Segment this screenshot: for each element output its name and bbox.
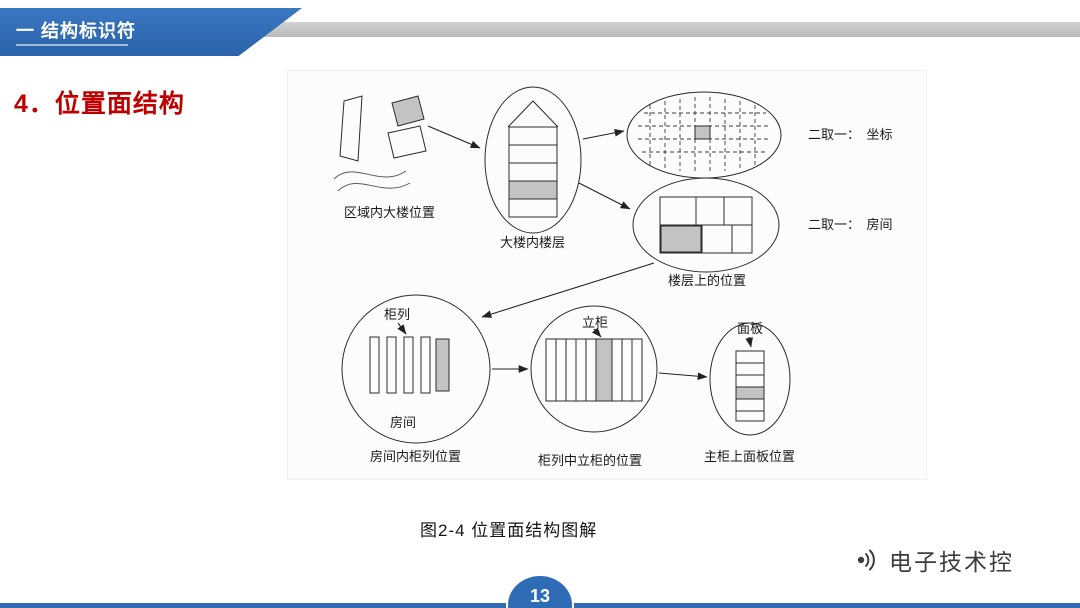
map-target-building xyxy=(391,95,425,127)
room-option-label: 二取一： 房间 xyxy=(808,217,893,232)
panel-caption: 主柜上面板位置 xyxy=(704,449,795,464)
arrow-building-to-floor-plan xyxy=(578,182,631,210)
selected-cabinet xyxy=(595,338,613,402)
cabinet-caption: 柜列中立柜的位置 xyxy=(538,453,642,468)
coordinate-grid-ellipse-group: 二取一： 坐标 xyxy=(626,91,893,179)
panel-ellipse xyxy=(709,322,791,436)
cabinet-row-caption: 房间内柜列位置 xyxy=(370,449,461,464)
page-number-badge: 13 xyxy=(506,574,574,608)
building-body xyxy=(508,126,558,218)
cabinet-row-bar xyxy=(386,336,397,394)
position-structure-diagram: 区域内大楼位置 大楼内楼层 xyxy=(333,86,893,468)
panel-pointer-arrow xyxy=(745,336,753,348)
map-block xyxy=(387,125,427,159)
selected-cabinet-row xyxy=(435,338,450,392)
building-roof xyxy=(507,100,559,128)
cabinet-row-bar xyxy=(369,336,380,394)
cabinet-circle-group: 立柜 柜列中立柜的位置 xyxy=(530,305,658,468)
floor-position-label: 楼层上的位置 xyxy=(668,273,746,288)
map-sketch: 区域内大楼位置 xyxy=(333,95,435,220)
figure-panel: 区域内大楼位置 大楼内楼层 xyxy=(287,70,927,480)
watermark-text: 电子技术控 xyxy=(889,549,1014,575)
section-banner-label: 一 结构标识符 xyxy=(16,21,137,41)
building-ellipse xyxy=(484,86,582,234)
selected-panel xyxy=(735,386,765,400)
cabinet-row-pointer-arrow xyxy=(397,322,407,335)
building-ellipse-group: 大楼内楼层 xyxy=(484,86,582,250)
arrow-floor-plan-to-cabinet-row xyxy=(481,262,655,318)
cabinet-row-outline xyxy=(545,338,643,402)
panel-stack-outline xyxy=(735,350,765,422)
cabinet-label: 立柜 xyxy=(582,315,608,330)
cabinet-row-circle xyxy=(341,294,491,444)
selected-floor xyxy=(508,180,558,200)
banner-underline xyxy=(16,44,128,46)
selected-room xyxy=(660,225,702,253)
cabinet-circle xyxy=(530,305,658,433)
floor-plan-ellipse xyxy=(632,177,780,273)
cabinet-row-bar xyxy=(403,336,414,394)
panel-label: 面板 xyxy=(737,321,763,336)
arrow-cabinet-to-panel xyxy=(658,372,708,381)
selected-grid-cell xyxy=(694,125,711,140)
cabinet-row-label: 柜列 xyxy=(384,307,410,322)
broadcast-icon xyxy=(857,549,875,571)
map-road xyxy=(333,170,407,180)
map-block xyxy=(339,95,363,162)
cabinet-row-circle-group: 柜列 房间 房间内柜列位置 xyxy=(341,294,491,464)
map-label: 区域内大楼位置 xyxy=(344,205,435,220)
page-title: 4．位置面结构 xyxy=(14,90,185,118)
building-label: 大楼内楼层 xyxy=(500,235,565,250)
map-road xyxy=(337,182,411,192)
panel-ellipse-group: 面板 主柜上面板位置 xyxy=(704,321,795,464)
cabinet-row-bar xyxy=(420,336,431,394)
page-number: 13 xyxy=(529,586,551,606)
floor-plan-ellipse-group: 楼层上的位置 二取一： 房间 xyxy=(632,177,893,288)
room-label: 房间 xyxy=(390,415,416,430)
cabinet-pointer-arrow xyxy=(591,327,602,338)
section-banner: 一 结构标识符 xyxy=(0,8,302,56)
figure-caption: 图2-4 位置面结构图解 xyxy=(420,521,598,540)
arrow-building-to-coordinates xyxy=(582,129,625,140)
coord-option-label: 二取一： 坐标 xyxy=(808,127,893,142)
watermark: 电子技术控 xyxy=(852,543,1014,577)
arrow-map-to-building xyxy=(427,125,481,149)
